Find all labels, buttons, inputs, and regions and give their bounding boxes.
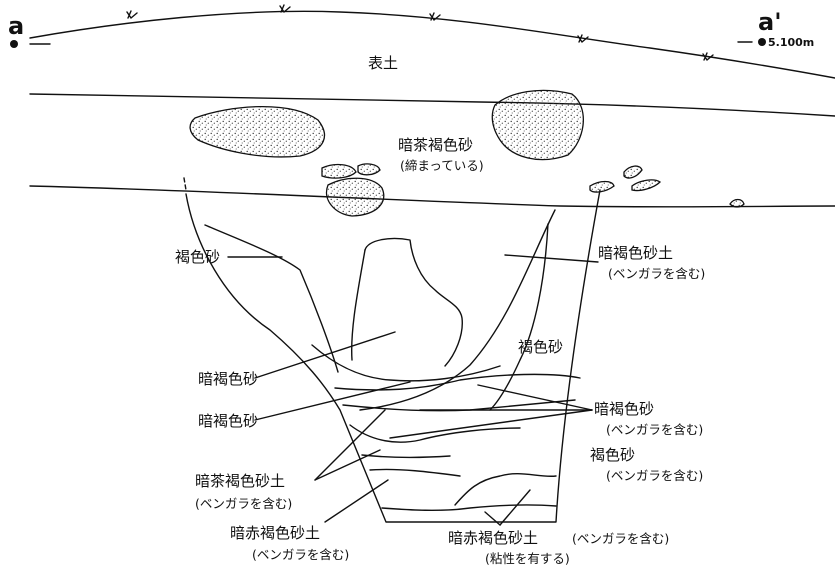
layer-note-contains-bengara: (ベンガラを含む) [606, 468, 704, 483]
layer-label-dark-brown-sandy-soil: 暗褐色砂土 [598, 244, 674, 262]
layer-label-dark-brown-sand-1: 暗褐色砂 [198, 370, 259, 388]
layer-label-dark-red-brown-sandy-soil-left: 暗赤褐色砂土 [230, 524, 321, 542]
point-a-marker [10, 40, 18, 48]
layer-label-dark-brown-sand-2: 暗褐色砂 [198, 412, 259, 430]
stone [321, 163, 357, 179]
layer-note-compacted: (締まっている) [400, 158, 484, 173]
stone [357, 163, 381, 176]
topsoil-boundary-line [29, 93, 835, 117]
layer-label-dark-red-brown-sandy-soil-bottom: 暗赤褐色砂土 [448, 529, 539, 547]
stone [623, 165, 643, 179]
stone [491, 89, 584, 161]
layer-note-contains-bengara: (ベンガラを含む) [608, 266, 706, 281]
stone [325, 177, 385, 217]
stone [631, 179, 662, 192]
layer-label-dark-tea-brown-sand: 暗茶褐色砂 [398, 136, 474, 154]
layer-note-contains-bengara: (ベンガラを含む) [195, 496, 293, 511]
layer-label-brown-sand-left: 褐色砂 [175, 248, 221, 266]
grass-tuft [429, 12, 441, 21]
grass-tuft [126, 10, 138, 19]
stone [729, 198, 745, 208]
pit-outline [185, 189, 601, 523]
point-a-prime-marker [758, 38, 766, 46]
pit-outline-dash [183, 177, 187, 191]
layer-label-dark-tea-brown-sandy-soil: 暗茶褐色砂土 [195, 472, 286, 490]
ground-surface-line [29, 10, 835, 79]
grass-tuft [702, 52, 714, 61]
elevation-label: 5.100m [768, 36, 815, 49]
layer-boundary-line [29, 185, 835, 208]
layer-label-brown-sand-bengara: 褐色砂 [590, 446, 636, 464]
stone [189, 105, 326, 158]
layer-note-contains-bengara: (ベンガラを含む) [252, 547, 350, 562]
stone [589, 180, 615, 193]
section-point-a-label: a [8, 12, 25, 40]
layer-note-viscous: (粘性を有する) [485, 551, 570, 566]
layer-note-contains-bengara: (ベンガラを含む) [606, 422, 704, 437]
layer-label-brown-sand-right: 褐色砂 [518, 338, 564, 356]
grass-tuft [279, 4, 291, 13]
grass-tuft [577, 34, 589, 43]
layer-label-topsoil: 表土 [368, 54, 399, 72]
section-point-a-prime-label: a' [758, 8, 782, 36]
layer-note-contains-bengara: (ベンガラを含む) [572, 531, 670, 546]
layer-label-dark-brown-sand-bengara: 暗褐色砂 [594, 400, 655, 418]
